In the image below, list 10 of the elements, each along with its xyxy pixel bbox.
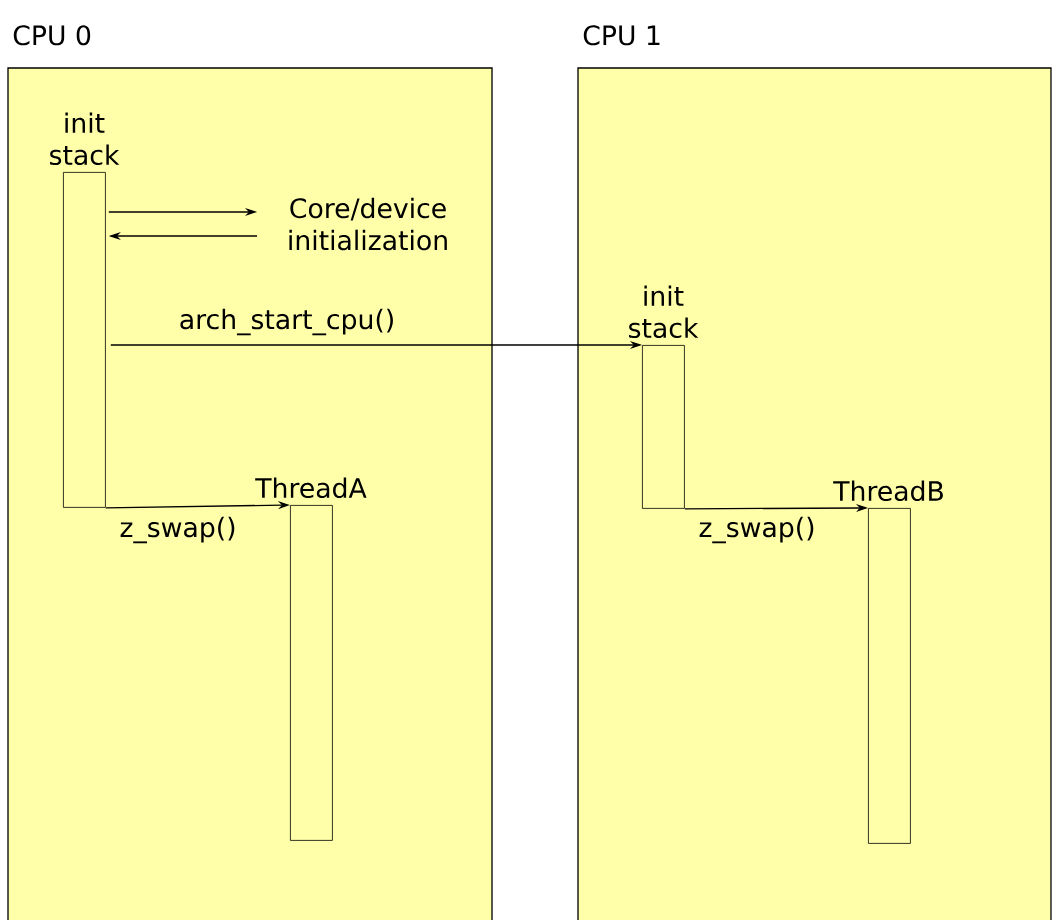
step-text: Core/device initialization: [289, 197, 447, 251]
bar-heading: ThreadA: [255, 477, 367, 499]
bar-heading: init stack: [629, 285, 699, 339]
edge-label: z_swap(): [697, 515, 817, 545]
panel-heading: CPU 0: [13, 25, 91, 46]
bar-heading: ThreadB: [833, 480, 943, 502]
edge-label: arch_start_cpu(): [177, 307, 397, 337]
edge-label: z_swap(): [118, 515, 238, 545]
panel-heading: CPU 1: [583, 25, 660, 46]
bar-heading: init stack: [50, 112, 120, 166]
